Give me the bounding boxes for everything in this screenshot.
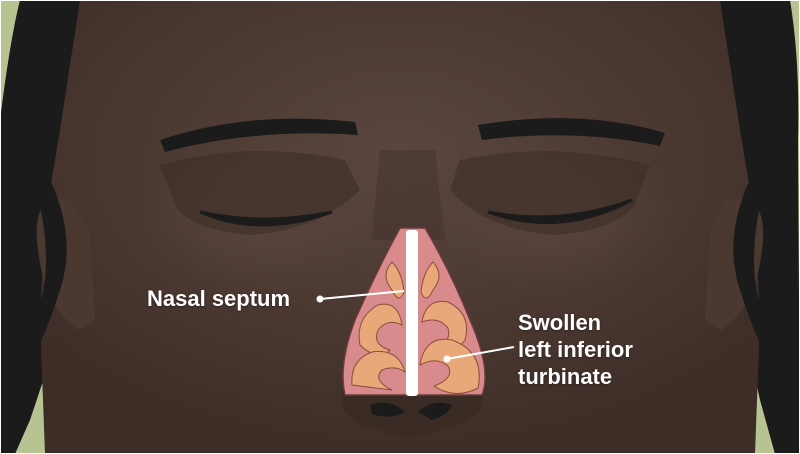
septum-pointer-dot: [317, 296, 324, 303]
turbinate-label-line1: Swollen: [518, 309, 633, 336]
nose-bridge-shadow: [372, 150, 445, 240]
nasal-septum: [406, 230, 418, 396]
nasal-septum-label: Nasal septum: [147, 285, 290, 312]
turbinate-pointer-dot: [444, 356, 451, 363]
turbinate-label-line2: left inferior: [518, 336, 633, 363]
turbinate-label-line3: turbinate: [518, 363, 633, 390]
swollen-turbinate-label: Swollen left inferior turbinate: [518, 309, 633, 390]
